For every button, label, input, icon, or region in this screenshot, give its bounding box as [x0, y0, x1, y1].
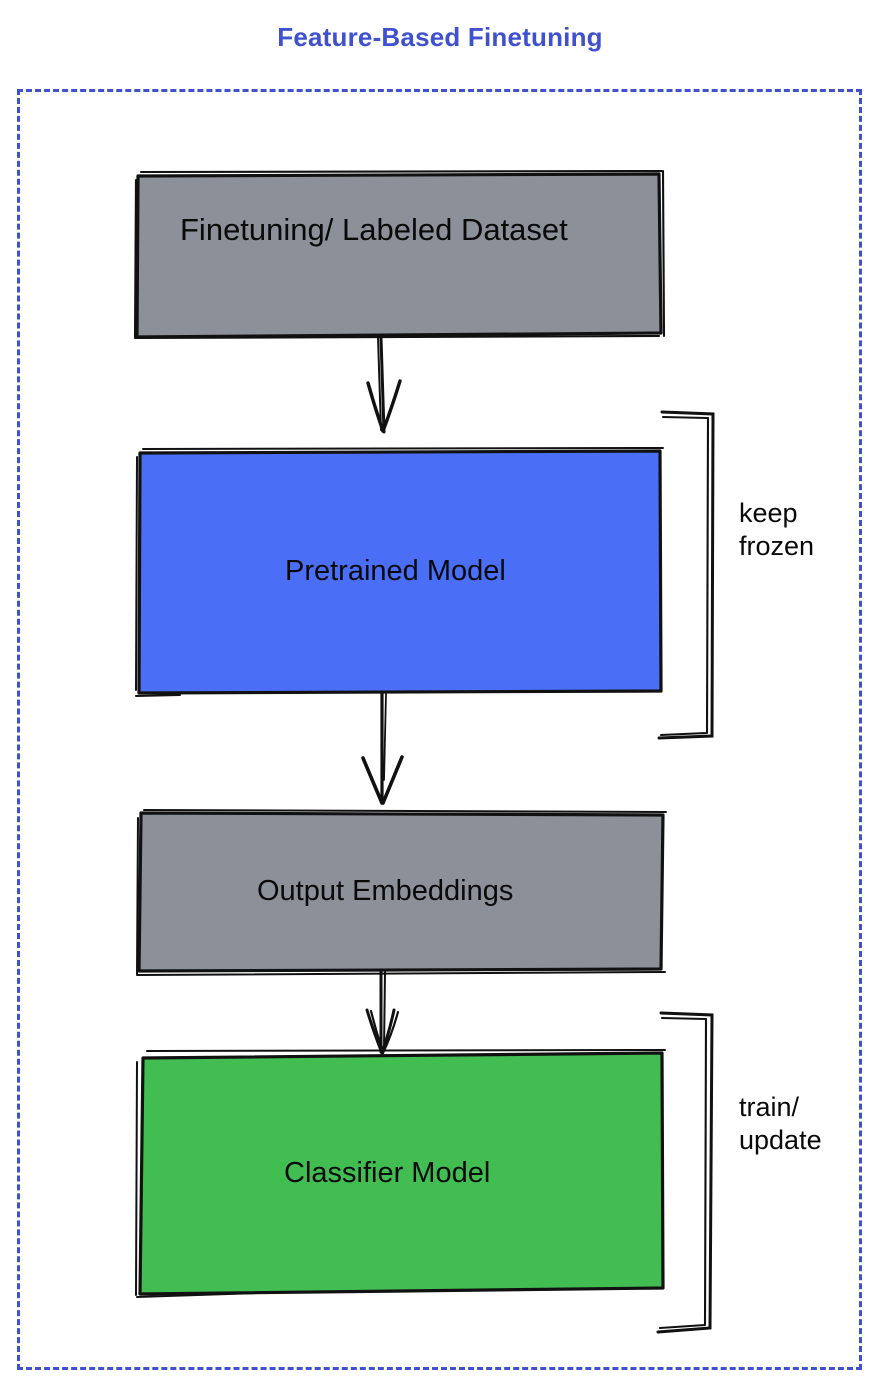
- node-embeddings-fill: [140, 813, 664, 971]
- node-classifier-model[interactable]: [135, 1049, 666, 1298]
- edge-embeddings-to-classifier: [365, 970, 400, 1055]
- page-title: Feature-Based Finetuning: [277, 22, 603, 52]
- node-dataset-sketch-stroke: [133, 169, 666, 340]
- node-embeddings-outline: [137, 811, 665, 973]
- node-pretrained-sketch-stroke: [135, 447, 664, 697]
- bracket-train-update: [656, 1011, 714, 1334]
- edge-dataset-to-pretrained: [366, 336, 402, 434]
- node-output-embeddings[interactable]: [136, 809, 667, 976]
- node-dataset-outline: [135, 172, 663, 339]
- node-dataset-label: Finetuning/ Labeled Dataset: [180, 212, 568, 247]
- node-embeddings-sketch-stroke: [136, 809, 667, 976]
- node-dataset-fill: [137, 173, 661, 336]
- annotation-keep-frozen-label: keep frozen: [739, 498, 815, 561]
- node-classifier-sketch-stroke: [135, 1049, 666, 1298]
- bracket-keep-frozen: [657, 410, 715, 740]
- node-pretrained-label: Pretrained Model: [285, 555, 506, 587]
- node-pretrained-model[interactable]: [135, 447, 664, 697]
- node-classifier-fill: [141, 1053, 663, 1294]
- node-pretrained-outline: [137, 449, 663, 695]
- node-embeddings-label: Output Embeddings: [257, 875, 514, 907]
- node-pretrained-fill: [139, 451, 661, 692]
- node-classifier-outline: [138, 1051, 665, 1296]
- annotation-train-update-label: train/ update: [739, 1092, 822, 1155]
- edge-pretrained-to-embeddings: [361, 690, 404, 805]
- node-dataset[interactable]: [133, 169, 666, 340]
- node-classifier-label: Classifier Model: [284, 1157, 491, 1189]
